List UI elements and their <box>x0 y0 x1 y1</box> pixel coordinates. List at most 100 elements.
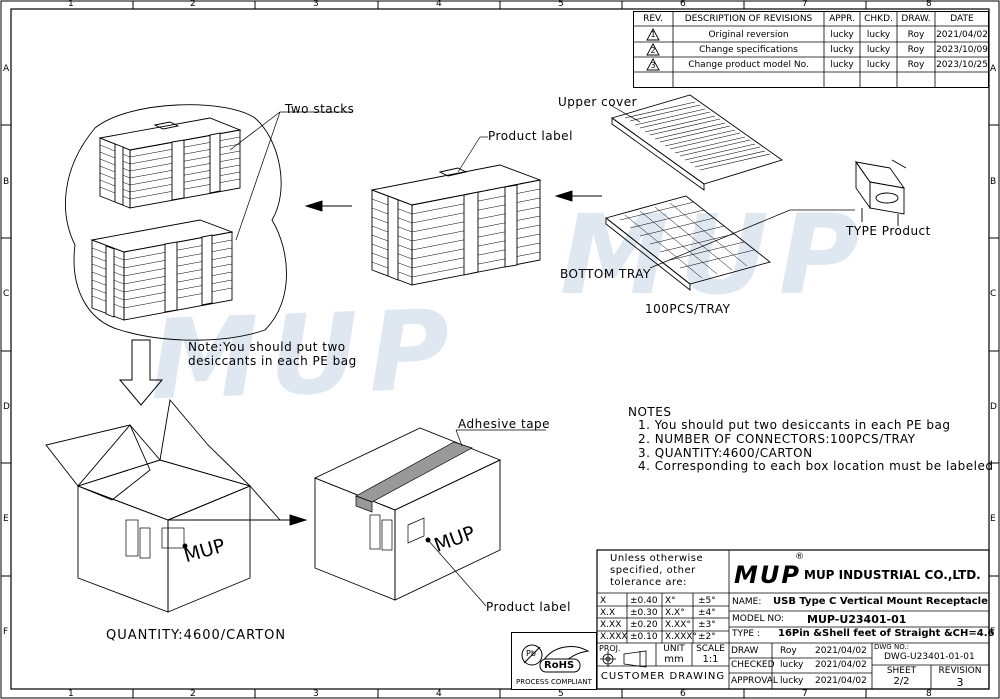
dwg-no-label: DWG NO.: <box>874 643 910 651</box>
desiccant-note-line-2: desiccants in each PE bag <box>188 354 357 368</box>
tol-row-3-b: ±0.20 <box>630 620 658 630</box>
customer-drawing-label: CUSTOMER DRAWING <box>600 671 726 682</box>
zone-col-3-bottom: 3 <box>313 689 319 699</box>
draw-date: 2021/04/02 <box>815 646 867 656</box>
open-carton <box>45 398 281 613</box>
bottom-tray <box>605 195 771 291</box>
watermark-right: MUP <box>560 191 870 319</box>
tol-row-2-a: X.X <box>600 608 616 618</box>
scale-value: 1:1 <box>702 654 719 665</box>
process-compliant-text: PROCESS COMPLIANT <box>516 678 592 686</box>
projection-label: PROJ. <box>599 644 621 653</box>
rev-header-desc: DESCRIPTION OF REVISIONS <box>684 14 813 24</box>
zone-row-e: E <box>3 514 9 524</box>
tol-row-4-b: ±0.10 <box>630 632 658 642</box>
rev-2-appr: lucky <box>830 45 854 55</box>
note-item-1: 1. You should put two desiccants in each… <box>638 418 951 432</box>
dwg-no-value: DWG-U23401-01-01 <box>884 652 975 662</box>
tolerance-line-3: tolerance are: <box>610 577 687 588</box>
rev-3-desc: Change product model No. <box>688 60 809 70</box>
zone-row-b-right: B <box>990 177 997 187</box>
bottom-tray-label: BOTTOM TRAY <box>560 267 651 281</box>
zone-col-7-bottom: 7 <box>802 689 808 699</box>
draw-label: DRAW <box>731 646 759 656</box>
adhesive-tape-label: Adhesive tape <box>458 417 551 431</box>
sheet-value: 2/2 <box>893 676 910 687</box>
type-label: TYPE : <box>732 629 761 639</box>
zone-col-2-bottom: 2 <box>190 689 196 699</box>
desiccant-note-line-1: Note:You should put two <box>188 340 346 354</box>
note-item-4: 4. Corresponding to each box location mu… <box>638 459 994 473</box>
rev-1-date: 2021/04/02 <box>936 30 988 40</box>
revision-value: 3 <box>956 676 964 689</box>
rev-2-date: 2023/10/09 <box>936 45 988 55</box>
zone-row-c-right: C <box>990 289 997 299</box>
rohs-pb-text: Pb <box>526 649 536 658</box>
tol-row-2-b: ±0.30 <box>630 608 658 618</box>
rev-header-draw: DRAW. <box>901 14 931 24</box>
rev-2-chkd: lucky <box>866 45 891 55</box>
zone-col-7: 7 <box>802 0 808 9</box>
type-product-label: TYPE Product <box>846 224 931 238</box>
carton-quantity-label: QUANTITY:4600/CARTON <box>106 628 287 643</box>
revision-label: REVISION <box>938 666 982 676</box>
tol-row-2-d: ±4° <box>698 608 716 618</box>
scale-label: SCALE <box>696 644 725 654</box>
rev-3-date: 2023/10/25 <box>936 60 988 70</box>
tol-row-4-c: X.XXX° <box>665 632 698 642</box>
zone-col-3: 3 <box>313 0 319 9</box>
pcs-per-tray-label: 100PCS/TRAY <box>645 302 731 316</box>
rev-1-draw: Roy <box>907 30 925 40</box>
tol-row-2-c: X.X° <box>665 608 685 618</box>
tol-row-1-d: ±5° <box>698 596 716 606</box>
rohs-leaf-icon <box>521 644 590 673</box>
name-value: USB Type C Vertical Mount Receptacle <box>773 596 988 607</box>
zone-col-2: 2 <box>190 0 196 9</box>
unit-value: mm <box>664 654 684 665</box>
tol-row-3-d: ±3° <box>698 620 716 630</box>
tolerance-line-1: Unless otherwise <box>610 553 704 564</box>
zone-row-a-right: A <box>990 64 997 74</box>
rev-header-rev: REV. <box>643 14 663 24</box>
upper-cover-label: Upper cover <box>558 95 638 109</box>
note-item-2: 2. NUMBER OF CONNECTORS:100PCS/TRAY <box>638 432 916 446</box>
tol-row-1-a: X <box>600 596 607 606</box>
rev-header-appr: APPR. <box>829 14 855 24</box>
rev-3-chkd: lucky <box>866 60 891 70</box>
rev-header-date: DATE <box>950 14 974 24</box>
zone-col-8-bottom: 8 <box>926 689 932 699</box>
tol-row-1-c: X° <box>665 596 676 606</box>
rev-1-chkd: lucky <box>866 30 891 40</box>
type-c-connector <box>855 159 907 226</box>
checked-name: lucky <box>780 660 804 670</box>
tol-row-1-b: ±0.40 <box>630 596 658 606</box>
rev-1-number: 1 <box>650 30 656 39</box>
zone-row-f-right: F <box>990 627 996 637</box>
checked-date: 2021/04/02 <box>815 660 867 670</box>
zone-row-a: A <box>3 64 10 74</box>
sheet-label: SHEET <box>886 666 917 676</box>
zone-row-c: C <box>3 289 10 299</box>
rev-header-chkd: CHKD. <box>864 14 893 24</box>
rev-3-number: 3 <box>650 61 656 70</box>
zone-row-f: F <box>3 627 9 637</box>
rev-2-draw: Roy <box>907 45 925 55</box>
two-stacks-label: Two stacks <box>285 102 355 116</box>
rohs-text: RoHS <box>544 660 575 671</box>
company-logo: MUP <box>734 561 801 589</box>
zone-row-e-right: E <box>990 514 996 524</box>
upper-cover-tray <box>610 94 784 191</box>
closed-carton <box>313 427 502 601</box>
product-label-top: Product label <box>488 129 573 143</box>
rev-1-appr: lucky <box>830 30 854 40</box>
product-label-bottom: Product label <box>486 600 571 614</box>
lower-tray-stack <box>90 219 234 321</box>
type-value: 16Pin &Shell feet of Straight &CH=4.6 <box>778 628 995 639</box>
rev-3-draw: Roy <box>907 60 925 70</box>
zone-row-d: D <box>3 402 10 412</box>
model-label: MODEL NO: <box>732 614 785 624</box>
zone-col-6-bottom: 6 <box>680 689 686 699</box>
